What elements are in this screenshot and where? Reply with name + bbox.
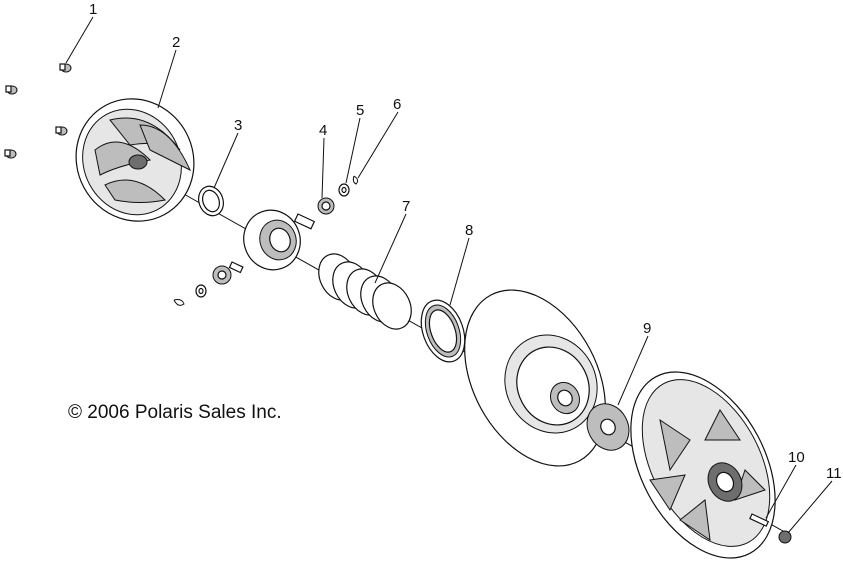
leader-lines [65,16,833,534]
callout-10: 10 [788,449,805,466]
hub-part-4 [243,197,335,271]
callout-1: 1 [89,1,97,18]
screw-icon [4,149,17,159]
washer-icon [338,183,350,197]
clip-lower [173,299,185,306]
spring-icon [318,253,412,330]
clip-part-6 [352,175,359,185]
callout-6: 6 [393,96,401,113]
bolt-part-10 [749,513,770,527]
bearing-lower [212,261,244,285]
callout-9: 9 [643,320,651,337]
callout-11: 11 [826,465,842,482]
screw-part-1 [4,63,72,159]
fan-housing-part-2 [75,98,195,222]
ring-part-8 [420,299,466,363]
snap-ring-part-3 [198,185,224,217]
front-cover [630,371,776,559]
callout-3: 3 [234,117,242,134]
washer-icon [195,284,207,298]
callout-2: 2 [172,34,180,51]
screw-icon [55,126,68,136]
screw-icon [5,85,18,95]
screw-icon [59,63,72,73]
callout-5: 5 [356,102,364,119]
callout-7: 7 [402,198,410,215]
copyright-text: © 2006 Polaris Sales Inc. [68,402,282,423]
washer-icon [586,403,630,451]
nut-part-11 [778,530,792,544]
sheave-disc [464,289,606,467]
callout-8: 8 [465,222,473,239]
callout-4: 4 [319,122,327,139]
